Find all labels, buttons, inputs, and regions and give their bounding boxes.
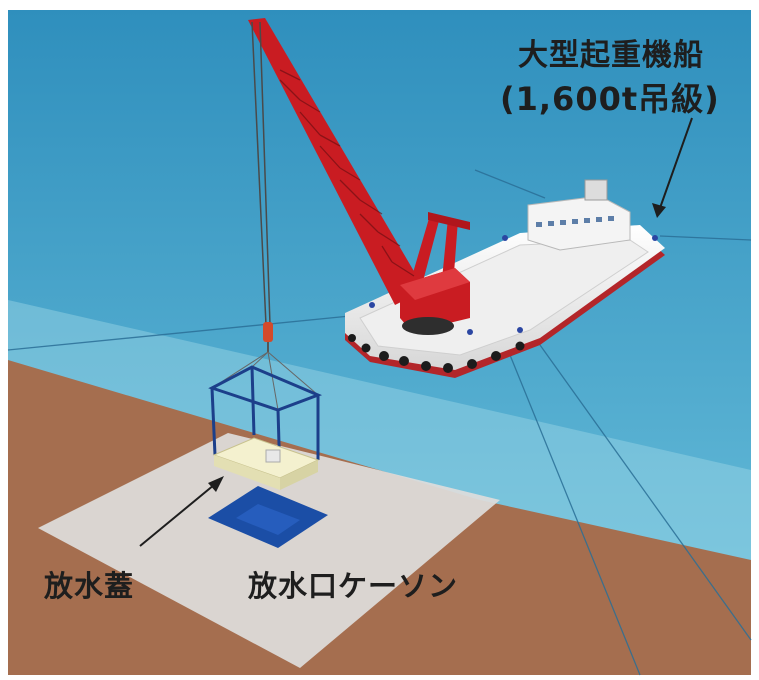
bridge-windows	[536, 216, 614, 227]
discharge-caisson-label: 放水口ケーソン	[248, 569, 459, 603]
crane-hook	[263, 322, 273, 342]
crane-slewing-ring	[402, 317, 454, 335]
mooring-lines	[7, 169, 752, 676]
discharge-lid-shape	[212, 437, 320, 490]
crane-ship-capacity-label: (1,600t吊級)	[500, 80, 720, 118]
boom-lattice	[279, 69, 415, 277]
crane	[211, 18, 470, 411]
discharge-lid-label: 放水蓋	[44, 569, 135, 603]
crane-ship-name-label: 大型起重機船	[518, 38, 704, 73]
ship-bridge	[527, 195, 631, 251]
seabed-foundation-pad	[38, 433, 500, 668]
deck-bollards	[369, 235, 658, 335]
ship-fenders	[348, 334, 525, 373]
ship-mast-house	[584, 179, 608, 201]
ship-leader-arrow	[652, 117, 693, 218]
lid-leader-arrow	[139, 476, 224, 547]
